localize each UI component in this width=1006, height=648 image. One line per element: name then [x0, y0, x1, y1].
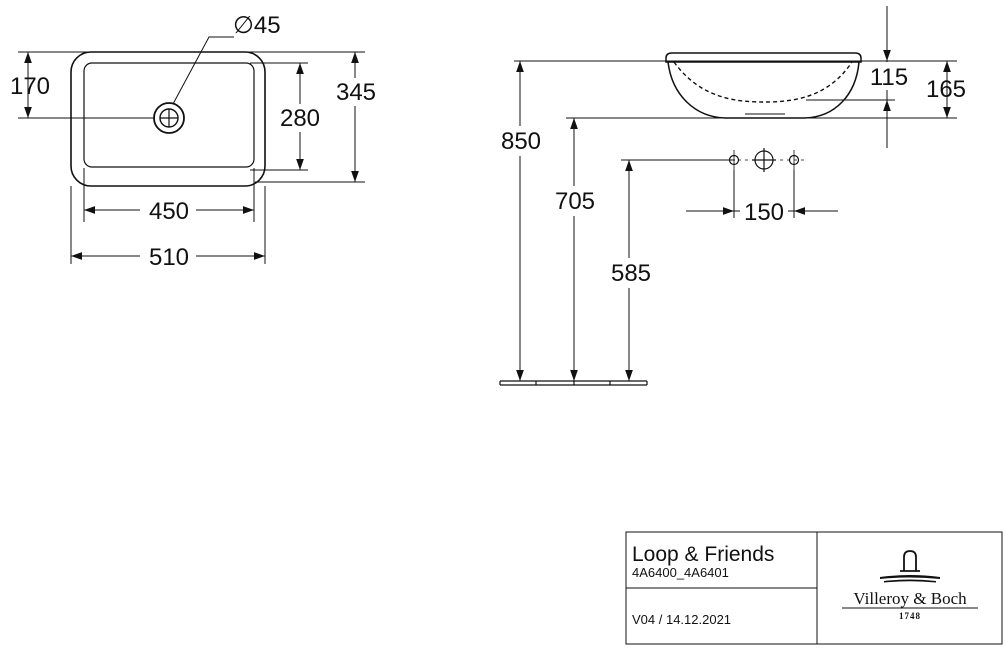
- dimension-label-345: 345: [336, 79, 376, 106]
- dimension-label-165: 165: [926, 76, 966, 103]
- basin-rim: [665, 52, 862, 63]
- dimension-label-450: 450: [149, 198, 189, 225]
- dimension-label-150: 150: [744, 199, 784, 226]
- drain-diameter-label: ∅45: [233, 12, 281, 39]
- floor-line: [499, 380, 648, 386]
- dimension-label-115: 115: [870, 64, 908, 91]
- top-view: [18, 36, 365, 264]
- dimension-label-705: 705: [555, 188, 595, 215]
- basin-bowl-outline: [667, 61, 860, 119]
- basin-outer-outline: [70, 51, 266, 187]
- side-view: [499, 6, 957, 386]
- drain-symbol: [153, 102, 185, 134]
- article-numbers: 4A6400_4A6401: [632, 565, 729, 580]
- title-block: [625, 531, 1003, 645]
- dimension-label-170: 170: [10, 73, 50, 100]
- brand-year: 1748: [899, 611, 921, 621]
- dimension-label-280: 280: [280, 105, 320, 132]
- dimension-label-850: 850: [501, 128, 541, 155]
- villeroy-boch-logo: Villeroy & Boch 1748: [842, 550, 978, 621]
- dimension-label-510: 510: [149, 244, 189, 271]
- dimension-label-585: 585: [611, 260, 651, 287]
- drawing-version: V04 / 14.12.2021: [632, 612, 731, 627]
- drain-leader-line: [172, 36, 234, 105]
- product-name: Loop & Friends: [632, 543, 774, 566]
- basin-inner-outline: [83, 62, 255, 168]
- basin-bowl-hidden-line: [673, 61, 853, 103]
- faucet-logo-icon: [900, 550, 920, 572]
- brand-name: Villeroy & Boch: [853, 589, 967, 608]
